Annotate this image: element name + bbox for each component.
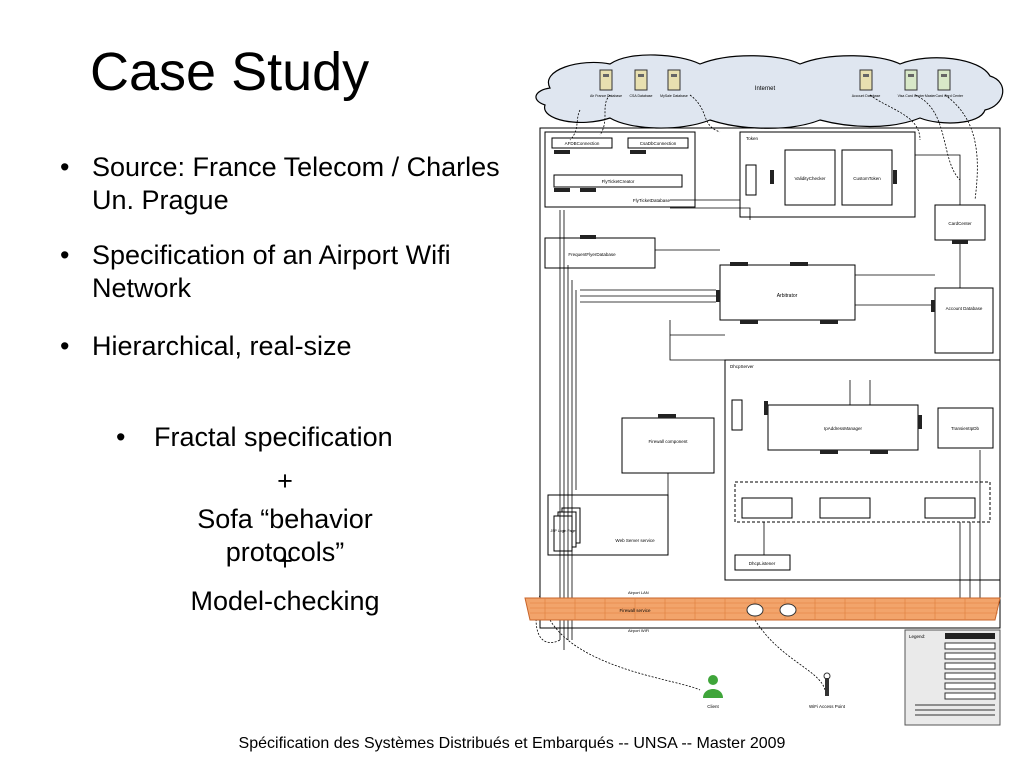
bullet-text: Specification of an Airport Wifi Network (92, 240, 451, 303)
server-icon (634, 69, 648, 91)
bullet-glyph: • (60, 331, 70, 361)
validity-checker-label: ValidityChecker (795, 176, 826, 181)
account-database-label: Account Database (946, 306, 983, 311)
router-icon (779, 603, 797, 617)
server-icon (904, 69, 918, 91)
server-icon (859, 69, 873, 91)
firewall-component: Firewall component (621, 414, 715, 474)
wifi-access-point-label: WiFi Access Point (809, 704, 846, 709)
slide-title: Case Study (90, 42, 370, 102)
sub-bullet-text: Fractal specification (154, 422, 393, 452)
slide-footer: Spécification des Systèmes Distribués et… (238, 735, 786, 752)
card-center: CardCenter (934, 204, 986, 244)
legend-box: Legend: (904, 629, 1001, 726)
sub-bullet-fractal: • Fractal specification (116, 421, 393, 454)
db-label: MasterCard Card Center (925, 94, 964, 98)
firewall-service-label: Firewall service (619, 608, 651, 613)
fly-ticket-database-label: FlyTicketDatabase (633, 198, 671, 203)
web-server-label: Web Server service (615, 538, 655, 543)
router-icon (746, 603, 764, 617)
firewall-component-label: Firewall component (648, 439, 688, 444)
server-icon (937, 69, 951, 91)
network-cables (535, 94, 978, 691)
card-center-label: CardCenter (948, 221, 972, 226)
firewall-service-band: Firewall service Airport LAN Airport WIF… (524, 590, 1001, 633)
bullet-glyph: • (116, 422, 126, 452)
internet-label: Internet (755, 86, 776, 92)
behavior-protocols-line: Sofa “behavior protocols” (197, 504, 373, 567)
account-database: Account Database (931, 287, 994, 354)
architecture-diagram: Internet Air France Database CSA Databas… (524, 54, 1004, 726)
internet-cloud: Internet (535, 54, 1004, 129)
bullet-glyph: • (60, 240, 70, 270)
server-icon (599, 69, 613, 91)
client-icon (703, 675, 723, 698)
bullet-text: Hierarchical, real-size (92, 331, 352, 361)
token-component: Token ValidityChecker CustomToken (739, 131, 916, 218)
fly-ticket-creator-label: FlyTicketCreator (602, 179, 635, 184)
plus-sign: + (277, 466, 293, 496)
web-server: JSP Login Page Web Server service (547, 494, 669, 556)
legend-label: Legend: (909, 634, 925, 639)
db-label: Visa Card Center (898, 94, 926, 98)
arbitrator-component: Arbitrator (716, 262, 856, 324)
bullet-source: • Source: France Telecom / Charles Un. P… (60, 151, 500, 217)
airfrance-connection-label: AFDBConnection (565, 141, 600, 146)
db-label: Air France Database (590, 94, 622, 98)
db-label: CSA Database (630, 94, 653, 98)
db-label: MySale Database (660, 94, 688, 98)
dhcp-server-label: DhcpServer (730, 364, 754, 369)
db-label: Account Database (852, 94, 881, 98)
server-icon (667, 69, 681, 91)
bullet-hierarchical: • Hierarchical, real-size (60, 330, 500, 363)
bullet-specification: • Specification of an Airport Wifi Netwo… (60, 239, 500, 305)
token-label: Token (746, 136, 759, 141)
client-label: Client (707, 704, 719, 709)
fly-ticket-database: AFDBConnection CsaDbConnection FlyTicket… (544, 131, 696, 208)
arbitrator-label: Arbitrator (777, 293, 798, 299)
airport-wifi-label: Airport WIFI (628, 628, 649, 633)
wifi-antenna-icon (823, 672, 831, 696)
dhcp-listener-label: DhcpListener (749, 561, 776, 566)
csa-connection-label: CsaDbConnection (640, 141, 677, 146)
frequent-flyer-database: FrequentFlyerDatabase (544, 235, 656, 269)
jsp-page-label: JSP Login Page (550, 529, 575, 533)
bullet-text: Source: France Telecom / Charles Un. Pra… (92, 152, 500, 215)
transient-db-label: TransientIpDb (951, 426, 980, 431)
connection-wires (559, 154, 981, 650)
plus-sign: + (277, 546, 293, 576)
model-checking-line: Model-checking (190, 586, 380, 616)
frequent-flyer-label: FrequentFlyerDatabase (568, 252, 616, 257)
airport-lan-label: Airport LAN (628, 590, 649, 595)
ip-manager-label: IpAddressManager (824, 426, 863, 431)
bullet-glyph: • (60, 152, 70, 182)
dhcp-server: DhcpServer IpAddressManager TransientIpD… (724, 359, 1001, 581)
custom-token-label: CustomToken (853, 176, 881, 181)
